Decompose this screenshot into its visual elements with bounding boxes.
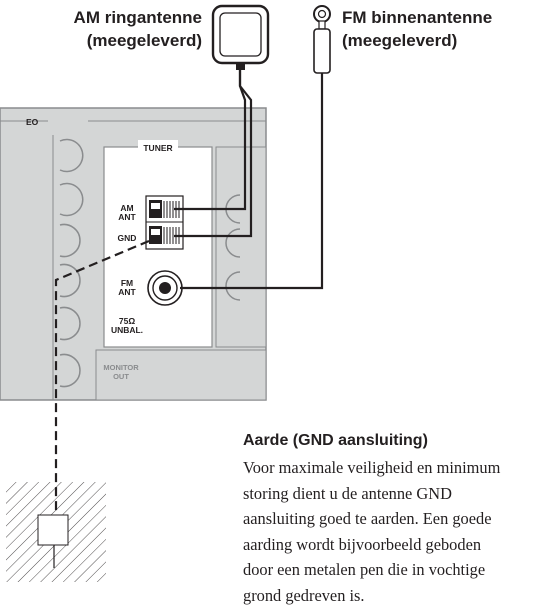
fm-indoor-antenna (180, 5, 331, 290)
ground-note-line: grond gedreven is. (243, 585, 365, 605)
tuner-title: TUNER (143, 143, 172, 153)
fm-ant-label-line1: FM (121, 278, 133, 288)
ground-wire (54, 239, 150, 545)
fm-antenna-label-line2: (meegeleverd) (342, 31, 458, 50)
am-antenna-label-line1: AM ringantenne (73, 8, 202, 27)
video-label-fragment: EO (26, 117, 39, 127)
fm-antenna-label-line1: FM binnenantenne (342, 8, 493, 27)
ground-note-line: aansluiting goed te aarden. Een goede (243, 509, 492, 529)
monitor-out-label-line2: OUT (113, 372, 129, 381)
impedance-label-line1: 75Ω (119, 316, 135, 326)
ground-note-line: door een metalen pen die in vochtige (243, 560, 486, 580)
am-antenna-label: AM ringantenne (meegeleverd) (30, 6, 202, 52)
monitor-out-label-line1: MONITOR (103, 363, 139, 372)
am-loop-antenna (211, 4, 270, 70)
fm-ant-label-line2: ANT (118, 287, 136, 297)
am-ant-label-line2: ANT (118, 212, 136, 222)
am-antenna-cable (174, 70, 253, 238)
ground-note-line: Voor maximale veiligheid en minimum (243, 458, 501, 477)
gnd-label: GND (118, 233, 137, 243)
impedance-label-line2: UNBAL. (111, 325, 143, 335)
am-gnd-terminal[interactable] (145, 195, 184, 250)
am-ant-label-line1: AM (120, 203, 133, 213)
fm-antenna-label: FM binnenantenne (meegeleverd) (342, 6, 542, 52)
left-jack-column (52, 135, 84, 400)
earth-ground-symbol (6, 482, 106, 582)
ground-note-body: Voor maximale veiligheid en minimum stor… (243, 455, 555, 609)
ground-note-line: aarding wordt bijvoorbeeld geboden (243, 534, 482, 554)
am-antenna-label-line2: (meegeleverd) (86, 31, 202, 50)
ground-note-title: Aarde (GND aansluiting) (243, 432, 428, 449)
fm-ant-jack[interactable] (147, 270, 183, 306)
ground-note-line: storing dient u de antenne GND (243, 483, 452, 503)
